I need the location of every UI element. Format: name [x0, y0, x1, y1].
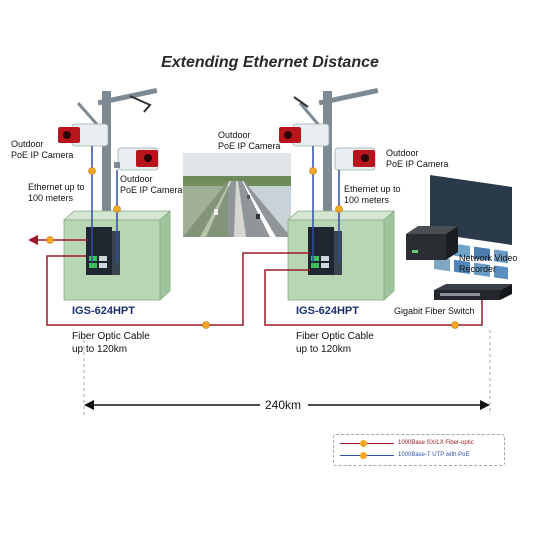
legend-fiber-line: [340, 443, 394, 444]
left-camera-2-icon: [114, 147, 159, 171]
left-ethernet-label: Ethernet up to 100 meters: [28, 182, 85, 203]
nvr-label: Network Video Recorder: [459, 253, 518, 274]
right-switch-model: IGS-624HPT: [296, 305, 359, 317]
gigabit-switch-label: Gigabit Fiber Switch: [394, 306, 475, 316]
right-camera-label: Outdoor PoE IP Camera: [386, 148, 449, 169]
distance-label: 240km: [265, 398, 302, 412]
left-camera-2-label: Outdoor PoE IP Camera: [120, 174, 183, 195]
legend-utp-line: [340, 455, 394, 456]
legend: 1000Base SX/LX Fiber-optic 1000Base-T UT…: [333, 434, 505, 466]
legend-utp-row: 1000Base-T UTP with PoE: [334, 450, 504, 462]
utp-cables: [91, 146, 340, 262]
network-video-recorder-icon: [406, 226, 458, 260]
right-ethernet-label: Ethernet up to 100 meters: [344, 184, 401, 205]
right-camera-2-icon: [334, 147, 376, 171]
legend-utp-node-icon: [360, 452, 367, 459]
left-arrow-icon: [28, 235, 38, 245]
highway-photo: [183, 153, 291, 237]
legend-fiber-row: 1000Base SX/LX Fiber-optic: [334, 438, 504, 450]
gigabit-fiber-switch-icon: [434, 284, 512, 300]
fiber-cables: [36, 239, 483, 326]
middle-camera-label: Outdoor PoE IP Camera: [218, 130, 281, 151]
right-fiber-label: Fiber Optic Cable up to 120km: [296, 331, 374, 355]
left-fiber-label: Fiber Optic Cable up to 120km: [72, 331, 150, 355]
left-camera-1-label: Outdoor PoE IP Camera: [11, 139, 74, 160]
distance-measure: [83, 330, 491, 415]
diagram-title: Extending Ethernet Distance: [161, 54, 379, 71]
left-switch-model: IGS-624HPT: [72, 305, 135, 317]
connection-nodes: [46, 167, 459, 329]
right-camera-1-icon: [279, 123, 330, 147]
legend-fiber-text: 1000Base SX/LX Fiber-optic: [398, 440, 474, 446]
legend-utp-text: 1000Base-T UTP with PoE: [398, 452, 470, 458]
legend-fiber-node-icon: [360, 440, 367, 447]
left-igs-switch-icon: [86, 227, 120, 275]
left-camera-1-icon: [58, 123, 109, 147]
